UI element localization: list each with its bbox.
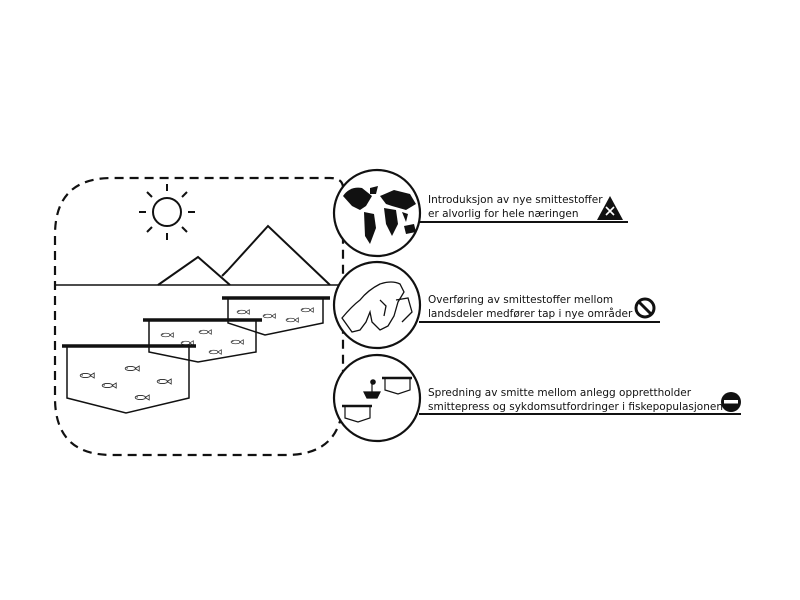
minus-circle-icon [721, 392, 741, 412]
fish-cage-middle [143, 318, 262, 363]
mountains [157, 224, 331, 286]
x-triangle-icon [597, 196, 623, 220]
row1-line2: er alvorlig for hele næringen [428, 208, 579, 220]
sun-icon [139, 184, 195, 240]
fish-cage-front [62, 344, 196, 414]
row2-line1: Overføring av smittestoffer mellom [428, 294, 613, 306]
row-spread: Spredning av smitte mellom anlegg oppret… [332, 353, 741, 443]
row-introduction: Introduksjon av nye smittestoffer er alv… [332, 168, 628, 258]
row3-line2: smittepress og sykdomsutfordringer i fis… [428, 401, 723, 413]
fish-cage-back [222, 296, 330, 336]
world-map-icon [343, 186, 416, 244]
scandinavia-map-icon [341, 281, 413, 333]
row1-line1: Introduksjon av nye smittestoffer [428, 194, 603, 206]
dashed-frame [53, 176, 345, 457]
row-transfer: Overføring av smittestoffer mellom lands… [332, 260, 660, 350]
prohibited-icon [634, 297, 656, 319]
row3-line1: Spredning av smitte mellom anlegg oppret… [428, 387, 692, 399]
row2-line2: landsdeler medfører tap i nye områder [428, 307, 633, 320]
farm-to-farm-spread-icon [342, 376, 412, 423]
